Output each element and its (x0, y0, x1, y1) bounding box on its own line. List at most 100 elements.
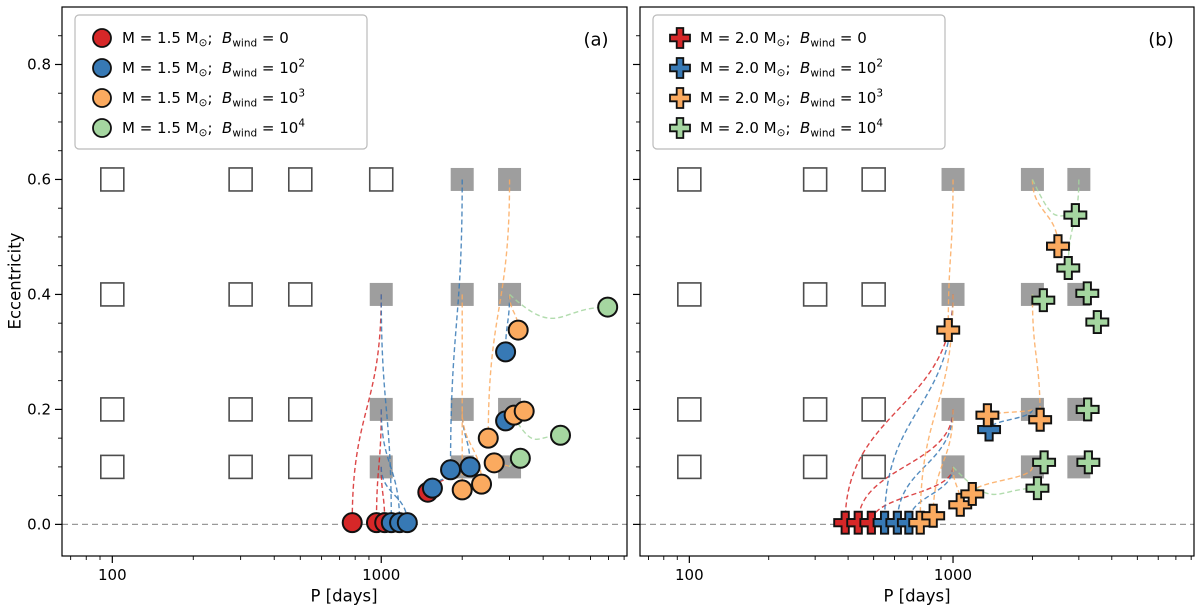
legend: M = 2.0 M⊙; Bwind = 0 M = 2.0 M⊙; Bwind =… (652, 14, 946, 150)
legend-label: M = 2.0 M⊙; Bwind = 102 (700, 58, 883, 80)
grid-square-open (861, 397, 886, 422)
trajectory (380, 409, 401, 523)
trajectory (487, 179, 511, 439)
data-point (1063, 203, 1088, 228)
data-point (921, 503, 946, 528)
grid-square-open (861, 282, 886, 307)
data-point (341, 512, 363, 534)
legend-item: M = 1.5 M⊙; Bwind = 103 (92, 88, 305, 110)
legend-item: M = 2.0 M⊙; Bwind = 104 (669, 117, 883, 140)
legend-item: M = 2.0 M⊙; Bwind = 102 (669, 57, 883, 80)
grid-square-open (100, 167, 125, 192)
data-point (1075, 397, 1100, 422)
legend-label: M = 2.0 M⊙; Bwind = 103 (700, 88, 883, 110)
x-tick-label: 100 (675, 566, 704, 584)
trajectory (508, 458, 522, 468)
trajectory (857, 409, 954, 523)
axes-box (639, 6, 1195, 557)
grid-square-open (287, 397, 313, 422)
grid-square-open (100, 454, 125, 480)
grid-square-open (368, 167, 394, 192)
panel-label-b: (b) (1148, 29, 1174, 51)
x-tick-label: 100 (98, 566, 127, 584)
data-point (451, 479, 473, 501)
x-axis-label-b: P [days] (883, 586, 951, 606)
legend-item: M = 1.5 M⊙; Bwind = 102 (92, 58, 305, 80)
y-tick-label: 0.8 (27, 55, 51, 73)
legend-label: M = 1.5 M⊙; Bwind = 0 (122, 29, 289, 50)
grid-square-open (228, 454, 253, 480)
data-point (1032, 450, 1057, 475)
data-point (1028, 407, 1053, 432)
data-point (1075, 281, 1100, 306)
trajectory (351, 294, 382, 523)
x-axis-label-a: P [days] (310, 586, 378, 606)
legend-item: M = 1.5 M⊙; Bwind = 104 (92, 118, 305, 140)
y-axis-label: Eccentricity (5, 232, 25, 330)
legend-marker-plus (669, 27, 691, 49)
legend-marker-plus (669, 117, 691, 139)
grid-square-open (861, 167, 886, 192)
data-point (549, 424, 571, 446)
y-tick-label: 0.2 (27, 400, 51, 418)
data-point (948, 492, 973, 517)
trajectory (870, 466, 954, 523)
trajectory (988, 409, 1034, 430)
x-tick-label: 1000 (934, 566, 972, 584)
grid-square-open (228, 282, 253, 307)
grid-square-open (802, 282, 828, 307)
legend-label: M = 1.5 M⊙; Bwind = 102 (122, 58, 305, 80)
data-point (1085, 310, 1110, 334)
legend-item: M = 2.0 M⊙; Bwind = 103 (669, 87, 883, 110)
legend-box (74, 14, 368, 150)
y-tick-label: 0.6 (27, 170, 51, 188)
trajectory (947, 179, 954, 331)
data-point (1076, 450, 1101, 475)
panel-label-a: (a) (583, 29, 609, 51)
x-tick-label: 1000 (362, 566, 400, 584)
data-point (471, 473, 493, 495)
legend-label: M = 1.5 M⊙; Bwind = 103 (122, 88, 305, 110)
grid-square-open (802, 454, 828, 480)
legend-box (652, 14, 946, 150)
data-point (477, 427, 499, 449)
grid-square-open (228, 167, 253, 192)
grid-square-open (677, 167, 702, 192)
legend-marker-plus (669, 57, 691, 79)
data-point (597, 296, 619, 318)
legend-label: M = 2.0 M⊙; Bwind = 0 (700, 29, 867, 50)
grid-square-open (228, 397, 253, 422)
data-point (509, 447, 531, 469)
data-point (495, 341, 517, 363)
data-point (1056, 256, 1081, 280)
axes-box (61, 6, 628, 557)
trajectory (896, 409, 954, 523)
grid-square-open (287, 282, 313, 307)
trajectory (952, 466, 1038, 496)
legend-marker-plus (669, 87, 691, 109)
legend-label: M = 2.0 M⊙; Bwind = 104 (700, 118, 883, 140)
trajectory (380, 294, 393, 523)
data-point (975, 403, 1000, 428)
data-point (459, 456, 481, 478)
legend-label: M = 1.5 M⊙; Bwind = 104 (122, 118, 305, 140)
grid-square-open (677, 397, 702, 422)
legend-marker-circle (92, 28, 112, 48)
trajectory (375, 409, 382, 523)
legend-marker-circle (92, 58, 112, 78)
trajectory (844, 294, 954, 523)
y-tick-label: 0.0 (27, 515, 51, 533)
trajectory (449, 179, 463, 470)
grid-square-open (287, 167, 313, 192)
trajectory (509, 293, 608, 319)
legend: M = 1.5 M⊙; Bwind = 0 M = 1.5 M⊙; Bwind =… (74, 14, 368, 150)
grid-square-open (677, 454, 702, 480)
grid-square-open (677, 282, 702, 307)
grid-square-open (802, 397, 828, 422)
trajectory (1031, 294, 1041, 420)
y-tick-label: 0.4 (27, 285, 51, 303)
data-point (1025, 476, 1050, 501)
